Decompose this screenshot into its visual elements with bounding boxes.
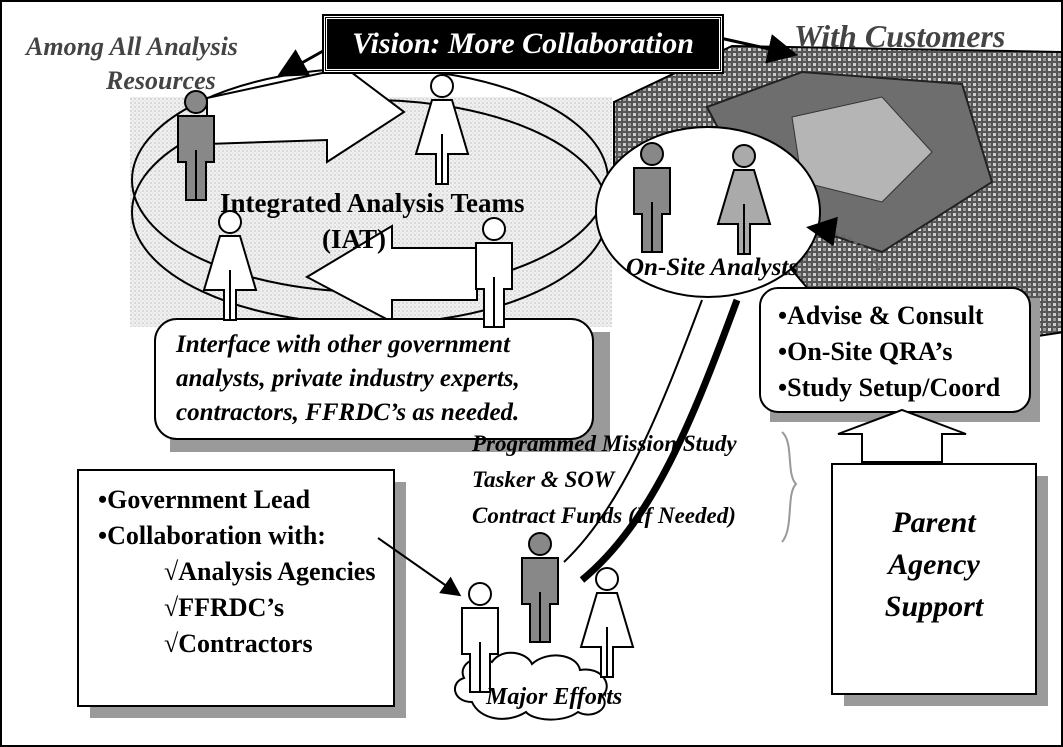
among-label-line2: Resources (106, 66, 216, 95)
woman-figure (202, 210, 258, 321)
tasker-line: Contract Funds (If Needed) (472, 503, 736, 528)
vision-banner: Vision: More Collaboration (322, 14, 724, 74)
tasker-line: Tasker & SOW (472, 467, 615, 492)
woman-figure (579, 567, 635, 678)
parent-line: Parent (892, 506, 976, 539)
interface-note-line: analysts, private industry experts, (176, 365, 520, 392)
parent-box (831, 463, 1037, 695)
man-figure (475, 217, 513, 328)
man-figure (521, 532, 559, 643)
man-figure (461, 582, 499, 693)
government-list: •Government Lead •Collaboration with: √A… (98, 482, 375, 662)
government-subitem: √Analysis Agencies (164, 557, 376, 586)
interface-note-text: Interface with other government analysts… (176, 328, 520, 430)
man-figure (177, 90, 215, 201)
woman-figure (716, 144, 772, 255)
parent-line: Agency (888, 548, 980, 581)
on-site-label: On-Site Analysts (626, 254, 799, 281)
people-figures (177, 74, 772, 693)
services-item: •Advise & Consult (778, 301, 984, 330)
among-label-line1: Among All Analysis (26, 32, 238, 61)
government-subitem: √Contractors (164, 629, 313, 658)
government-item: •Collaboration with: (98, 521, 326, 550)
major-efforts-cloud (454, 651, 608, 721)
government-item: •Government Lead (98, 485, 311, 514)
government-box (77, 469, 395, 707)
iat-title: Integrated Analysis Teams (220, 188, 525, 218)
services-item: •On-Site QRA’s (778, 337, 953, 366)
with-customers-label: With Customers (794, 18, 1006, 54)
major-efforts-label: Major Efforts (486, 684, 623, 710)
parent-text: Parent Agency Support (832, 502, 1036, 628)
woman-figure (414, 74, 470, 185)
tasker-line: Programmed Mission Study (472, 431, 737, 456)
tasker-text: Programmed Mission Study Tasker & SOW Co… (472, 426, 737, 534)
government-subitem: √FFRDC’s (164, 593, 285, 622)
parent-line: Support (884, 590, 984, 623)
services-list: •Advise & Consult •On-Site QRA’s •Study … (778, 298, 1000, 406)
iat-abbrev: (IAT) (322, 224, 386, 254)
interface-note-box (154, 318, 594, 440)
interface-note-line: Interface with other government (176, 331, 511, 358)
interface-note-line: contractors, FFRDC’s as needed. (176, 399, 520, 426)
pentagon-building (613, 44, 1061, 364)
services-item: •Study Setup/Coord (778, 373, 1001, 402)
man-figure (633, 142, 671, 253)
